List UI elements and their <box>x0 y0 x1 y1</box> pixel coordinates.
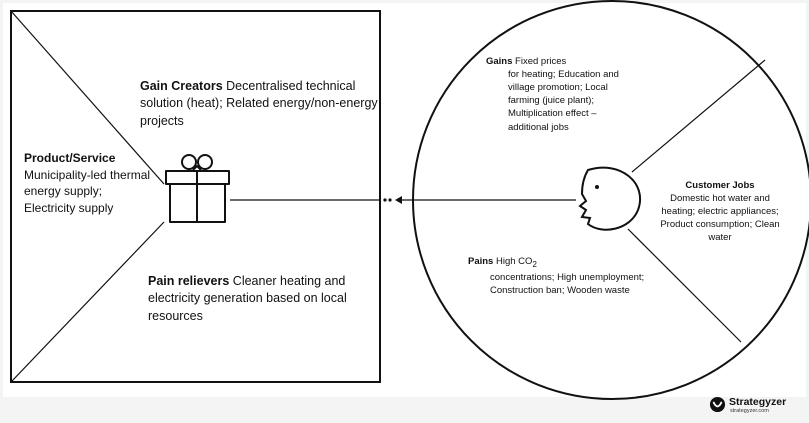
product-service-title: Product/Service <box>24 151 116 165</box>
gains-text-rest: for heating; Education and village promo… <box>508 69 619 133</box>
customer-jobs-title: Customer Jobs <box>685 180 755 191</box>
gains-title: Gains <box>486 56 513 67</box>
diagonal-bottom-left <box>10 221 165 383</box>
gain-creators-section: Gain Creators Decentralised technical so… <box>140 78 380 130</box>
strategyzer-brand: Strategyzer strategyzer.com <box>708 395 808 421</box>
pains-text-rest: concentrations; High unemployment; Const… <box>490 271 645 296</box>
face-icon <box>578 166 641 231</box>
customer-jobs-text: Domestic hot water and heating; electric… <box>660 193 780 244</box>
gain-creators-title: Gain Creators <box>140 79 223 93</box>
connector-arrow <box>395 196 402 204</box>
connector-dots <box>383 198 392 202</box>
diagonal-top-left <box>10 10 165 185</box>
customer-jobs-section: Customer Jobs Domestic hot water and hea… <box>652 179 788 245</box>
pain-relievers-section: Pain relievers Cleaner heating and elect… <box>148 273 373 325</box>
pains-subscript: 2 <box>532 259 537 269</box>
pain-relievers-text: Cleaner heating and electricity generati… <box>148 274 347 323</box>
pains-title: Pains <box>468 256 494 267</box>
gains-text-first: Fixed prices <box>515 56 567 67</box>
strategyzer-logo-icon <box>709 396 726 413</box>
product-service-section: Product/Service Municipality-led thermal… <box>24 150 152 216</box>
profile-divider-bottom <box>627 228 742 343</box>
product-service-text: Municipality-led thermal energy supply; … <box>24 167 151 215</box>
pain-relievers-title: Pain relievers <box>148 274 230 288</box>
profile-divider-top <box>631 59 766 173</box>
strategyzer-name: Strategyzer <box>729 396 787 408</box>
strategyzer-url: strategyzer.com <box>730 408 769 414</box>
pains-section: Pains High CO2 concentrations; High unem… <box>468 255 653 297</box>
value-map-square <box>10 10 381 383</box>
gains-section: Gains Fixed prices for heating; Educatio… <box>486 55 636 134</box>
pains-text-first: High CO <box>496 256 533 267</box>
gift-icon <box>165 154 230 223</box>
gain-creators-text: Decentralised technical solution (heat);… <box>140 79 378 128</box>
